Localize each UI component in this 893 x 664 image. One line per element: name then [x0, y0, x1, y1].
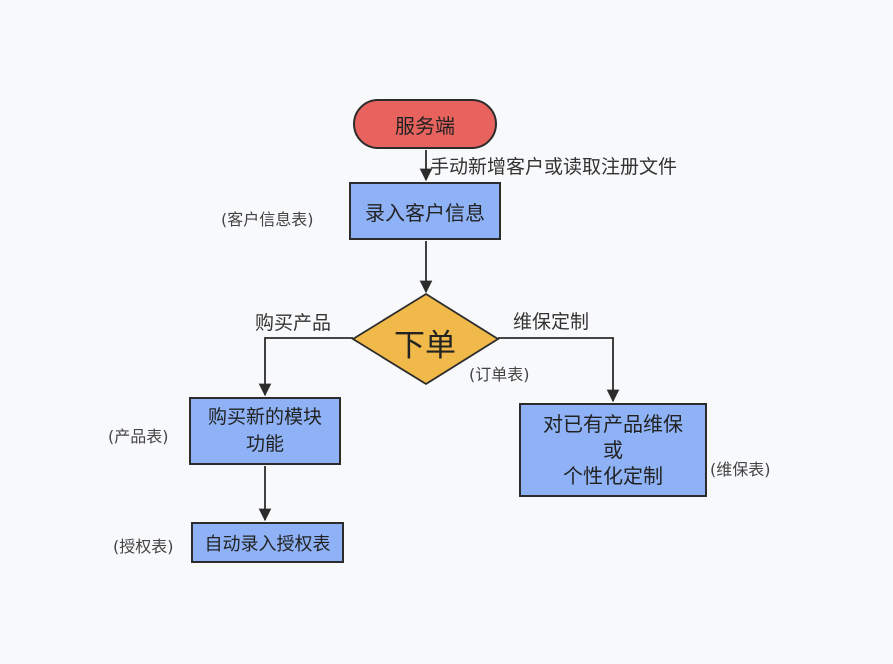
record-customer-info-node: 录入客户信息: [349, 182, 501, 240]
order-decision-label: 下单: [394, 327, 456, 364]
auto-record-license-node: 自动录入授权表: [191, 522, 344, 563]
maintenance-customization-node: 对已有产品维保 或 个性化定制: [519, 403, 707, 497]
edge-label-maintenance: 维保定制: [513, 311, 590, 333]
maintenance-label-line1: 对已有产品维保: [543, 412, 683, 436]
edge-order-to-maintenance: [498, 337, 620, 403]
buy-new-module-label-line1: 购买新的模块: [207, 406, 322, 428]
note-maintenance-table: (维保表): [710, 460, 771, 479]
note-order-table: (订单表): [469, 365, 530, 384]
maintenance-label-line2: 或: [603, 438, 623, 462]
edge-label-manual-entry: 手动新增客户或读取注册文件: [430, 156, 678, 178]
note-product-table: (产品表): [108, 427, 169, 446]
maintenance-label-line3: 个性化定制: [563, 464, 663, 488]
edge-order-to-buy: [258, 337, 353, 397]
note-license-table: (授权表): [113, 537, 174, 556]
order-decision-diamond: [351, 292, 500, 386]
edge-label-buy-product: 购买产品: [255, 312, 332, 334]
record-customer-info-label: 录入客户信息: [365, 200, 485, 225]
auto-record-license-label: 自动录入授权表: [204, 533, 331, 555]
buy-new-module-node: 购买新的模块 功能: [189, 397, 341, 465]
server-label: 服务端: [395, 113, 455, 138]
server-terminal-node: 服务端: [353, 99, 497, 149]
note-customer-table: (客户信息表): [221, 210, 314, 229]
buy-new-module-label-line2: 功能: [245, 433, 284, 455]
